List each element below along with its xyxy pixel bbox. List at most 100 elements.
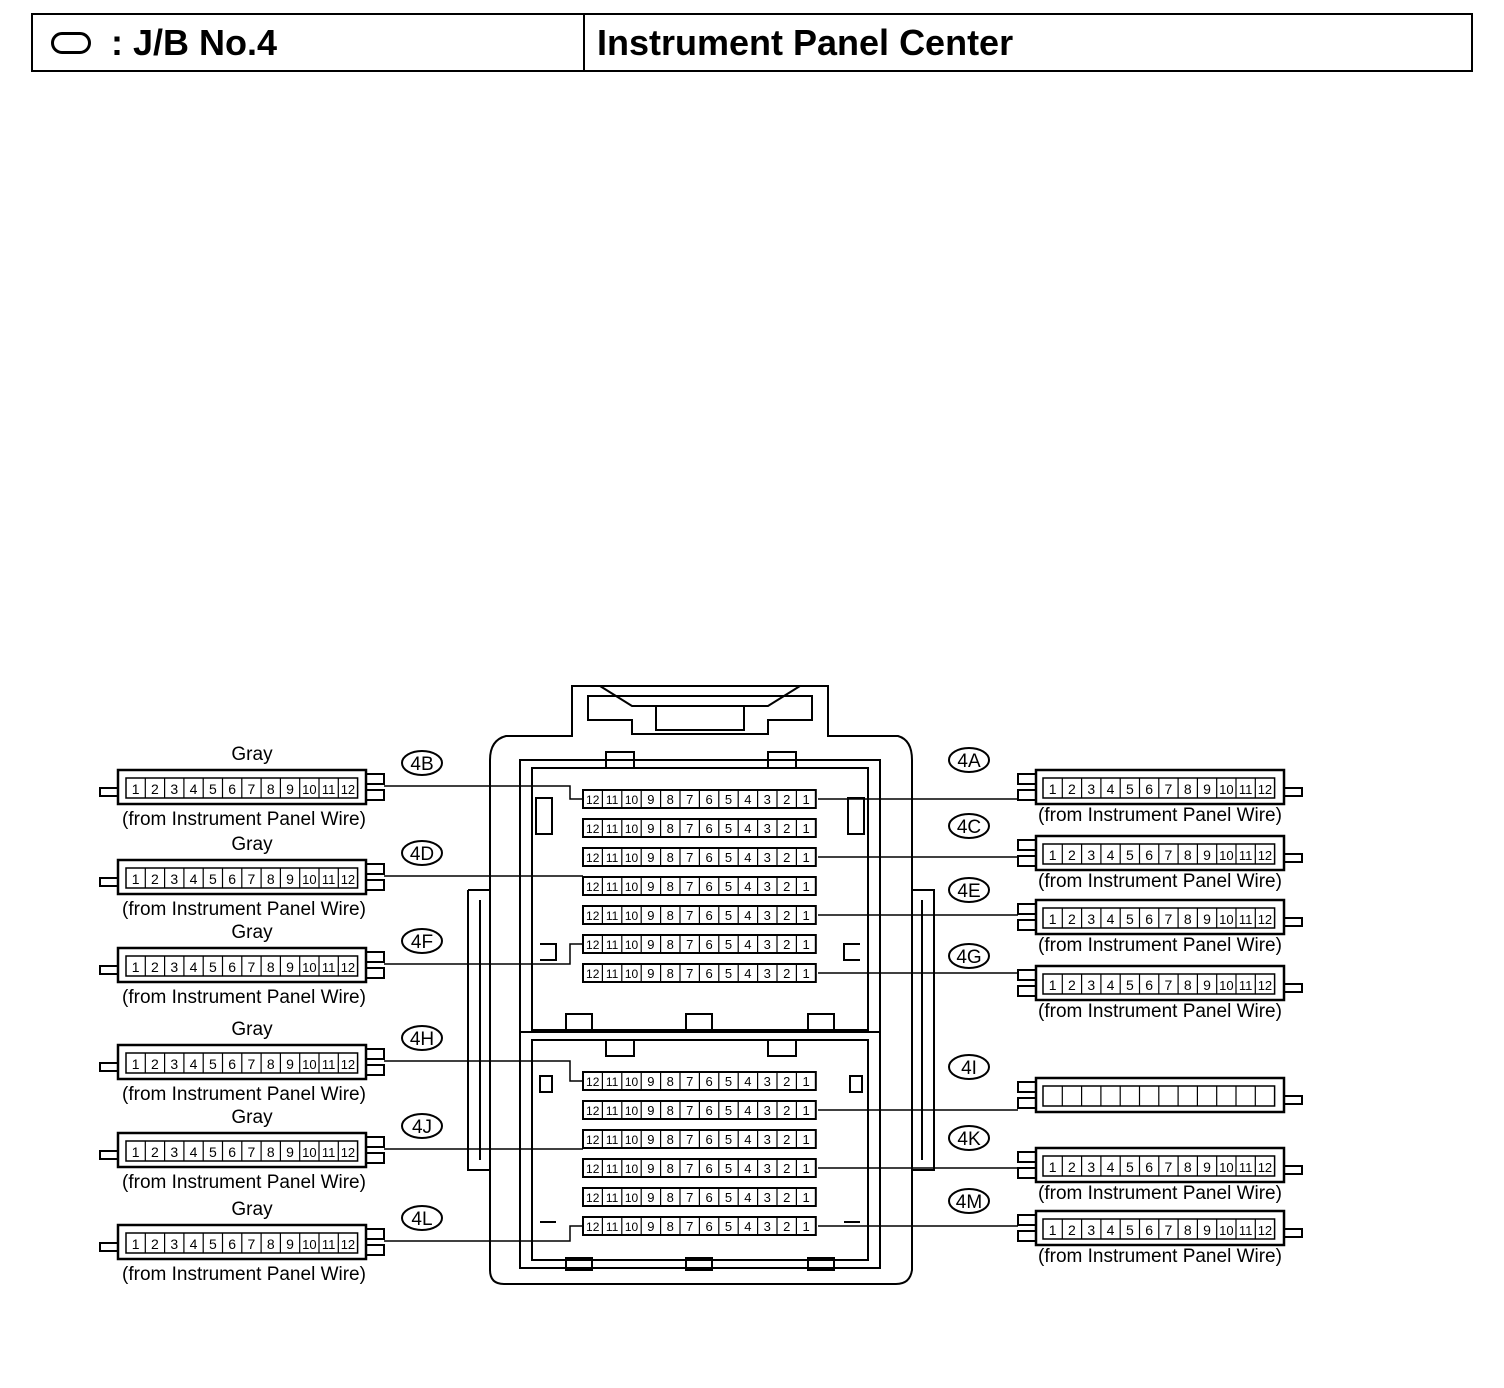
connector-badge-oval	[948, 747, 990, 773]
connector-source-note: (from Instrument Panel Wire)	[1038, 1001, 1282, 1022]
connector-source-note: (from Instrument Panel Wire)	[1038, 1183, 1282, 1204]
jb-pin-number: 3	[764, 1219, 771, 1234]
connector-pin-number: 7	[1165, 977, 1173, 993]
jb-pin-number: 6	[705, 1074, 712, 1089]
connector-pin-number: 4	[190, 959, 198, 975]
jb-pin-number: 10	[625, 967, 639, 981]
connector-pin-number: 2	[1068, 911, 1076, 927]
jb-pin-number: 2	[783, 879, 790, 894]
connector-pin-number: 7	[248, 1056, 256, 1072]
jb-pin-number: 9	[647, 1161, 654, 1176]
connector-pin-number: 11	[322, 872, 336, 887]
connector-pin-number: 9	[286, 959, 294, 975]
connector-pin-number: 5	[1126, 977, 1134, 993]
connector-pin-number: 8	[267, 1056, 275, 1072]
connector-pin-number: 2	[1068, 977, 1076, 993]
jb-pin-number: 10	[625, 851, 639, 865]
jb-pin-number: 12	[586, 1075, 600, 1089]
connector-pin-number: 9	[1203, 911, 1211, 927]
connector-4i: 4I	[818, 1054, 1303, 1114]
connector-pin-number: 8	[267, 1236, 275, 1252]
leader-line	[384, 1060, 583, 1082]
connector-pin-number: 9	[1203, 847, 1211, 863]
connector-pin-number: 6	[228, 781, 236, 797]
connector-pin-number: 8	[1184, 781, 1192, 797]
jb-pin-number: 11	[606, 967, 619, 981]
connector-pin-number: 4	[190, 1056, 198, 1072]
connector-pin-number: 7	[1165, 911, 1173, 927]
connector-pin-number: 10	[1219, 912, 1233, 927]
jb-pin-number: 10	[625, 1075, 639, 1089]
connector-id-label: 4H	[410, 1029, 434, 1050]
connector-pin-number: 5	[1126, 911, 1134, 927]
connector-pin-number: 9	[286, 1236, 294, 1252]
jb-pin-number: 4	[744, 937, 751, 952]
jb-pin-number: 1	[802, 937, 809, 952]
jb-pin-number: 9	[647, 1190, 654, 1205]
connector-pin-number: 2	[151, 1144, 159, 1160]
jb-pin-number: 12	[586, 909, 600, 923]
jb-pin-number: 12	[586, 822, 600, 836]
jb-pin-number: 9	[647, 850, 654, 865]
connector-pin-number: 2	[1068, 847, 1076, 863]
connector-pin-number: 1	[132, 1056, 140, 1072]
connector-pin-number: 12	[341, 1237, 355, 1252]
connector-pin-number: 11	[1239, 1223, 1253, 1238]
connector-pin-number: 2	[151, 1236, 159, 1252]
jb-pin-number: 8	[667, 937, 674, 952]
jb-pin-number: 8	[667, 821, 674, 836]
connector-pin-number: 3	[1087, 911, 1095, 927]
connector-pin-number: 2	[1068, 1159, 1076, 1175]
jb-pin-number: 11	[606, 851, 619, 865]
jb-pin-number: 10	[625, 1220, 639, 1234]
jb-pin-number: 3	[764, 1132, 771, 1147]
connector-pin-number: 10	[302, 1057, 316, 1072]
connector-pin-number: 10	[1219, 782, 1233, 797]
jb-pin-number: 11	[606, 1191, 619, 1205]
connector-pin-number: 11	[322, 1237, 336, 1252]
connector-pin-number: 2	[1068, 1222, 1076, 1238]
jb-pin-number: 6	[705, 1132, 712, 1147]
connector-id-label: 4K	[957, 1129, 981, 1150]
jb-pin-number: 6	[705, 1219, 712, 1234]
jb-pin-number: 5	[725, 1190, 732, 1205]
jb-pin-number: 4	[744, 1190, 751, 1205]
jb-pin-number: 7	[686, 1132, 693, 1147]
page-title: Instrument Panel Center	[597, 21, 1014, 63]
connector-pin-number: 10	[1219, 848, 1233, 863]
connector-id-label: 4L	[411, 1209, 432, 1230]
connector-pin-number: 7	[1165, 1159, 1173, 1175]
connector-pin-number: 3	[170, 1144, 178, 1160]
jb-pin-number: 6	[705, 937, 712, 952]
connector-pin-number: 10	[302, 782, 316, 797]
connector-pin-number: 4	[190, 871, 198, 887]
connector-pin-number: 4	[1107, 977, 1115, 993]
jb-pin-number: 11	[606, 1104, 619, 1118]
connector-pin-number: 3	[1087, 977, 1095, 993]
connector-color-label: Gray	[231, 1107, 273, 1128]
connector-badge-oval	[948, 1054, 990, 1080]
jb-pin-number: 3	[764, 1074, 771, 1089]
jb-pin-number: 2	[783, 1074, 790, 1089]
connector-pin-number: 7	[1165, 847, 1173, 863]
connector-pin-number: 3	[1087, 781, 1095, 797]
connector-pin-number: 9	[1203, 781, 1211, 797]
connector-pin-number: 7	[248, 871, 256, 887]
header-label-cell: : J/B No.4	[33, 15, 585, 70]
connector-pin-number: 10	[302, 1145, 316, 1160]
jb-pin-number: 4	[744, 821, 751, 836]
connector-pin-number: 2	[1068, 781, 1076, 797]
leader-line	[384, 943, 583, 965]
connector-pin-number: 8	[1184, 977, 1192, 993]
connector-pin-number: 5	[1126, 847, 1134, 863]
jb-pin-number: 4	[744, 1103, 751, 1118]
connector-pin-number: 11	[322, 1145, 336, 1160]
jb-pin-number: 8	[667, 850, 674, 865]
jb-pin-number: 8	[667, 1132, 674, 1147]
connector-pin-number: 8	[267, 781, 275, 797]
connector-id-label: 4I	[961, 1058, 977, 1079]
